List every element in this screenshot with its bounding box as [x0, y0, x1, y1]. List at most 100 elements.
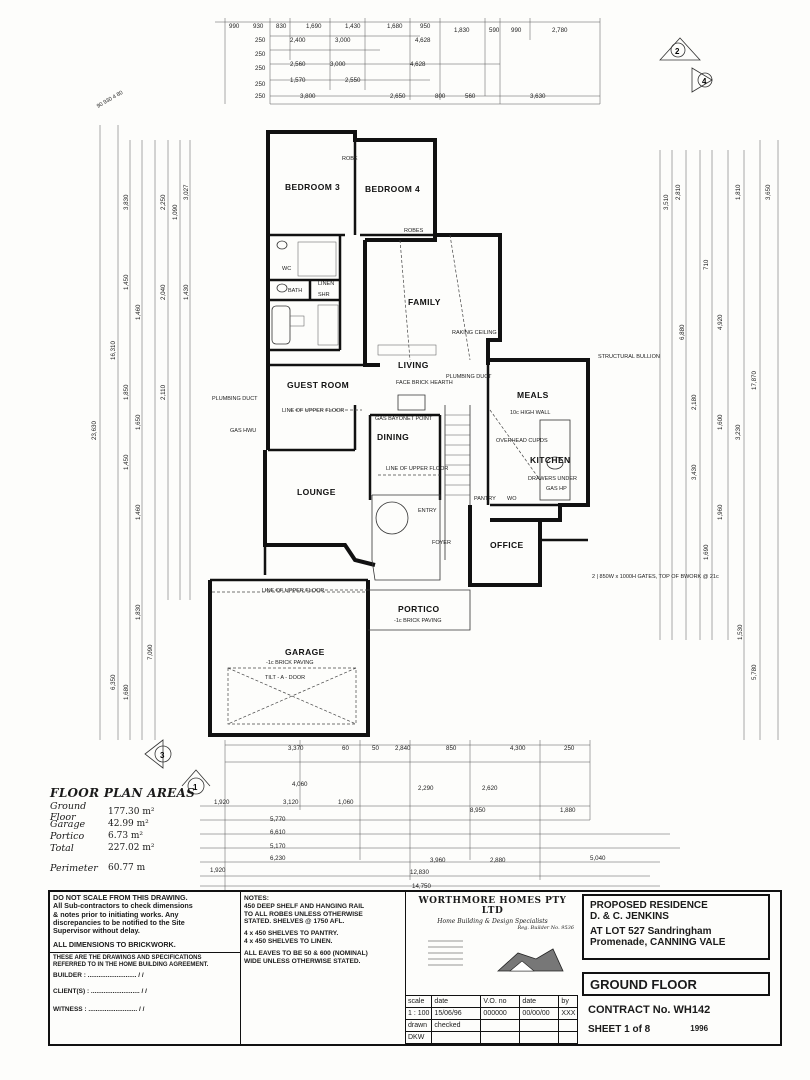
svg-text:7,090: 7,090 [147, 644, 154, 660]
svg-text:1,680: 1,680 [123, 684, 130, 700]
tbl-date-h: date [431, 995, 482, 1008]
svg-text:1,460: 1,460 [135, 504, 142, 520]
svg-text:1,830: 1,830 [135, 604, 142, 620]
note-garage-floor: -1c BRICK PAVING [266, 660, 313, 666]
svg-text:250: 250 [255, 93, 266, 100]
note-tilt-door: TILT - A - DOOR [265, 675, 305, 681]
title-block: DO NOT SCALE FROM THIS DRAWING. All Sub-… [48, 890, 782, 1046]
svg-text:2,180: 2,180 [691, 394, 698, 410]
witness-line: WITNESS : ........................... / … [53, 1006, 145, 1014]
svg-text:3,650: 3,650 [765, 184, 772, 200]
dim-bottom: 850 [446, 745, 457, 752]
svg-text:1,430: 1,430 [183, 284, 190, 300]
svg-text:250: 250 [255, 37, 266, 44]
notes-title: NOTES: [244, 895, 269, 902]
tbl-date2-v: 00/00/00 [519, 1007, 560, 1020]
note-high-wall: 10c HIGH WALL [510, 410, 550, 416]
svg-text:800: 800 [435, 93, 446, 100]
svg-text:2,290: 2,290 [418, 785, 434, 792]
tbl-vo-v: 000000 [480, 1007, 521, 1020]
svg-text:5,780: 5,780 [751, 664, 758, 680]
tbl-checked-h: checked [431, 1019, 482, 1032]
tbl-drawn-v: DKW [404, 1031, 433, 1044]
section-markers: 2 4 3 1 [144, 37, 713, 795]
tbl-scale-h: scale [404, 995, 433, 1008]
copyright-year: 1996 [690, 1024, 709, 1033]
svg-text:2,040: 2,040 [160, 284, 167, 300]
svg-text:2,880: 2,880 [490, 857, 506, 864]
warning-line: DO NOT SCALE FROM THIS DRAWING. [53, 893, 188, 902]
dim-bottom: 3,370 [288, 745, 304, 752]
dim-top: 990 [229, 23, 240, 30]
room-label-wo: WO [507, 496, 517, 502]
section-mark: 3 [160, 751, 165, 760]
section-mark: 1 [193, 783, 198, 792]
note-line: STATED. SHELVES @ 1750 AFL. [244, 918, 345, 926]
svg-text:1,460: 1,460 [135, 304, 142, 320]
room-label-robes: ROBES [404, 228, 424, 234]
tbl-by-v: XXX [558, 1007, 579, 1020]
company-name: WORTHMORE HOMES PTY LTD [418, 896, 567, 916]
dim-bottom: 5,170 [270, 843, 286, 850]
note-raking-ceiling: RAKING CEILING [452, 330, 497, 336]
note-gates: 2 | 850W x 1000H GATES, TOP OF BWORK @ 2… [592, 574, 719, 580]
svg-text:3,800: 3,800 [300, 93, 316, 100]
room-label-lounge: LOUNGE [297, 487, 336, 497]
svg-text:2,810: 2,810 [675, 184, 682, 200]
note-plumbing-duct: PLUMBING DUCT [446, 374, 492, 380]
note-gas-hp: GAS HP [546, 486, 567, 492]
tbl-date2-h: date [519, 995, 560, 1008]
svg-text:1,570: 1,570 [290, 77, 306, 84]
svg-text:2,250: 2,250 [160, 194, 167, 210]
room-label-office: OFFICE [490, 540, 524, 550]
dim-top: 830 [276, 23, 287, 30]
section-mark: 4 [702, 77, 707, 86]
warning-line: All Sub-contractors to check dimensions [53, 901, 193, 911]
svg-text:1,450: 1,450 [123, 454, 130, 470]
note-line: ALL EAVES TO BE 50 & 600 (NOMINAL) [244, 949, 368, 957]
level-title: GROUND FLOOR [590, 977, 697, 992]
dim-top: 1,680 [387, 23, 403, 30]
area-label: Portico [50, 830, 85, 842]
warnings-box: DO NOT SCALE FROM THIS DRAWING. All Sub-… [50, 892, 241, 1044]
fixtures [271, 240, 571, 535]
svg-text:3,960: 3,960 [430, 857, 446, 864]
company-logo [427, 940, 564, 972]
perimeter-row: Perimeter 60.77 m [50, 862, 240, 874]
svg-text:2,550: 2,550 [345, 77, 361, 84]
tbl-date-v: 15/06/96 [431, 1007, 482, 1020]
svg-text:3,430: 3,430 [691, 464, 698, 480]
room-label-bath: BATH [288, 288, 302, 294]
project-street: Promenade, CANNING VALE [590, 937, 726, 948]
area-value: 6.73 m² [108, 831, 144, 841]
area-value: 42.99 m² [108, 819, 149, 829]
note-structural-bullion: STRUCTURAL BULLION [598, 354, 660, 360]
drawing-info-table: scale date V.O. no date by 1 : 100 15/06… [404, 995, 579, 1044]
dim-bottom: 50 [372, 745, 379, 752]
svg-text:4,628: 4,628 [410, 61, 426, 68]
company-box: WORTHMORE HOMES PTY LTD Home Building & … [405, 892, 580, 1044]
room-label-living: LIVING [398, 360, 429, 370]
dim-bottom: 1,060 [338, 799, 354, 806]
warning-line: & notes prior to initiating works. Any [53, 909, 179, 919]
svg-text:2,400: 2,400 [290, 37, 306, 44]
dim-top: 1,830 [454, 27, 470, 34]
clients-line: CLIENT(S) : ........................... … [53, 988, 147, 996]
notes-box: NOTES: 450 DEEP SHELF AND HANGING RAIL T… [240, 892, 406, 1044]
svg-text:3,000: 3,000 [335, 37, 351, 44]
overall-width: 14,750 [412, 883, 431, 890]
note-line-upper-floor-2: LINE OF UPPER FLOOR [386, 466, 448, 472]
warning-line: Supervisor without delay. [53, 926, 140, 936]
svg-text:1,090: 1,090 [172, 204, 179, 220]
dim-bottom: 6,230 [270, 855, 286, 862]
dim-top: 950 [420, 23, 431, 30]
bottom-dimension-strings: 3,370 60 50 2,840 850 4,300 250 4,060 2,… [200, 740, 680, 890]
dim-bottom: 5,770 [270, 816, 286, 823]
room-label-foyer: FOYER [432, 540, 451, 546]
svg-text:4,628: 4,628 [415, 37, 431, 44]
tbl-by-h: by [558, 995, 579, 1008]
area-row: Garage 42.99 m² [50, 818, 240, 830]
warning-line: REFERRED TO IN THE HOME BUILDING AGREEME… [53, 961, 209, 968]
right-dimension-strings: 3,510 2,810 6,880 2,180 3,430 710 1,690 … [659, 140, 779, 740]
